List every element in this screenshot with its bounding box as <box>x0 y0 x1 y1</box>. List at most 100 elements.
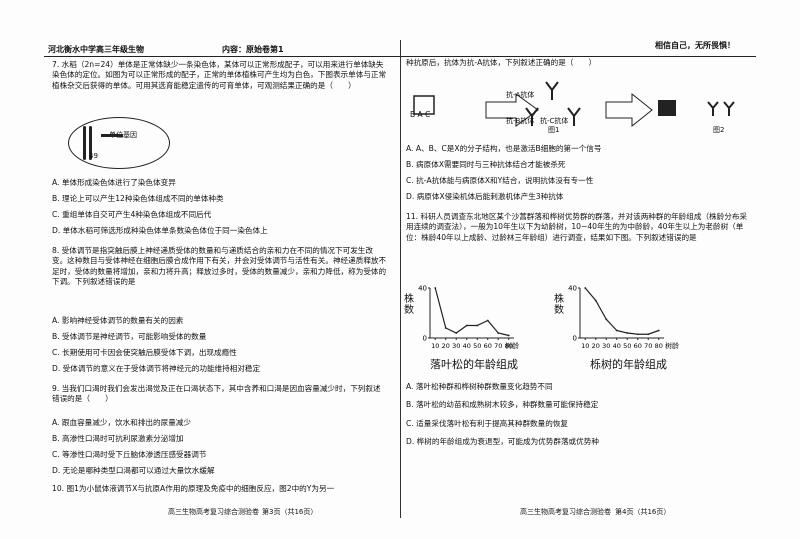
data-point <box>584 287 587 289</box>
cell-label: 单位基因 <box>109 131 137 139</box>
series-line <box>434 287 509 337</box>
antibody-group <box>525 81 581 126</box>
q8-option-b[interactable]: B. 受体调节是神经调节，可能影响受体的数量 <box>52 331 207 341</box>
chart1-title: 落叶松的年龄组成 <box>430 358 518 371</box>
data-point <box>434 287 437 289</box>
figure-1-label: 图1 <box>548 126 560 134</box>
data-point <box>497 332 500 334</box>
q7-options: A. 单体形成染色体进行了染色体变异 B. 理论上可以产生12种染色体组成不同的… <box>52 178 392 242</box>
cell-number: 49 <box>89 152 98 160</box>
footer-right-title: 高三生物高考复习综合测验卷 <box>520 508 611 516</box>
y-tick-label: 0 <box>423 335 427 343</box>
chromosome-1 <box>83 126 86 160</box>
q8-stem: 8. 受体调节是指突触后膜上神经递质受体的数量和与递质结合的亲和力在不同的情况下… <box>52 246 387 286</box>
q8-block: 8. 受体调节是指突触后膜上神经递质受体的数量和与递质结合的亲和力在不同的情况下… <box>52 246 388 287</box>
q9-option-a[interactable]: A. 跟血容量减少，饮水和排出的尿量减少 <box>52 418 191 427</box>
data-point <box>486 319 489 322</box>
q10-option-a[interactable]: A. A、B、C是X的分子结构，也是激活B细胞的第一个信号 <box>406 144 602 153</box>
arrow-right-icon <box>485 93 539 127</box>
chart2-ylabel: 株数 <box>554 294 564 316</box>
q8-option-a[interactable]: A. 影响神经受体调节的数量有关的因素 <box>52 316 184 325</box>
data-point <box>465 324 468 327</box>
anti-c-label: 抗-C抗体 <box>540 117 569 125</box>
q10-start: 10. 图1为小鼠体液调节X与抗原A作用的原理及免疫中的细胞反应，图2中的Y为另… <box>52 484 335 493</box>
bound-complex-shape <box>658 100 676 116</box>
data-point <box>455 332 458 334</box>
q11-option-c[interactable]: C. 适量采伐落叶松有利于提高其种群数量的恢复 <box>406 418 569 428</box>
q9-options: A. 跟血容量减少，饮水和排出的尿量减少 B. 高渗性口渴时可抗利尿激素分泌增加… <box>52 418 392 482</box>
y-tick-label: 40 <box>568 285 577 293</box>
q10-option-b[interactable]: B. 病原体X需要同时与三种抗体结合才能被杀死 <box>406 159 566 169</box>
x-tick-label: 50 <box>473 342 481 350</box>
series-line <box>584 287 659 335</box>
q7-option-a[interactable]: A. 单体形成染色体进行了染色体变异 <box>52 178 176 187</box>
q11-option-b[interactable]: B. 落叶松的幼苗和成熟树木较多，种群数量可能保持稳定 <box>406 400 599 410</box>
data-point <box>476 324 479 327</box>
q8-option-d[interactable]: D. 受体调节的意义在于受体调节将神经元的功能维持相对稳定 <box>52 363 261 373</box>
chart2-title: 栎树的年龄组成 <box>590 358 667 371</box>
x-tick-label: 10 <box>581 342 589 350</box>
q8-option-c[interactable]: C. 长期使用可卡因会使突触后膜受体下调，出现成瘾性 <box>52 347 237 357</box>
q10-option-c[interactable]: C. 抗-A抗体能与病原体X和Y结合，说明抗体没有专一性 <box>406 175 594 185</box>
footer-right-page: 第4页（共16页） <box>615 508 671 516</box>
left-column: 7. 水稻（2n=24）单体是正常体缺少一条染色体，某体可以正常形成配子，可以用… <box>52 60 388 91</box>
q7-option-d[interactable]: D. 单体水稻可筛选形成种染色体单条数染色体位于同一染色体上 <box>52 225 268 235</box>
data-point <box>444 327 447 329</box>
q9-stem: 9. 当我们口渴时我们会发出渴觉及正在口渴状态下，其中含养和口渴是因血容量减少时… <box>52 384 381 404</box>
q11-option-a[interactable]: A. 落叶松种群和桦树种群数量变化趋势不同 <box>406 382 553 391</box>
q10-options: A. A、B、C是X的分子结构，也是激活B细胞的第一个信号 B. 病原体X需要同… <box>406 144 752 208</box>
header-content: 内容：原始卷第1 <box>222 45 284 54</box>
q7-stem: 7. 水稻（2n=24）单体是正常体缺少一条染色体，某体可以正常形成配子，可以用… <box>52 60 387 90</box>
q7-option-c[interactable]: C. 重组单体自交可产生4种染色体组成不同后代 <box>52 209 212 219</box>
q11-option-d[interactable]: D. 桦树的年龄组成为衰退型，可能成为优势群落或优势种 <box>406 436 599 446</box>
x-tick-label: 30 <box>452 342 460 350</box>
column-divider <box>400 40 401 518</box>
x-tick-label: 80 <box>655 342 663 350</box>
q9-option-d[interactable]: D. 无论是哪种类型口渴都可以通过大量饮水缓解 <box>52 465 215 475</box>
x-tick-label: 70 <box>644 342 652 350</box>
gene-marker <box>101 134 123 137</box>
x-tick-label: 20 <box>592 342 600 350</box>
chart1-xlabel: 树龄 <box>505 342 519 350</box>
x-tick-label: 40 <box>463 342 471 350</box>
data-point <box>647 333 650 336</box>
data-point <box>594 299 597 302</box>
data-point <box>657 329 660 332</box>
y-tick-label: 0 <box>573 335 577 343</box>
abc-label: B A C <box>410 110 431 119</box>
q11-stem: 11. 科研人员调查东北地区某个沙蒿群落和桦树优势群的群落，并对该两种群的年龄组… <box>406 212 748 242</box>
chart2-xlabel: 树龄 <box>665 342 679 350</box>
header-school: 河北衡水中学高三年级生物 <box>48 45 144 54</box>
data-point <box>507 334 510 337</box>
x-tick-label: 60 <box>484 342 492 350</box>
data-point <box>615 329 618 332</box>
pathogen-x-shape <box>413 95 435 115</box>
q10-option-d[interactable]: D. 病原体X侵染机体后能刺激机体产生3种抗体 <box>406 191 564 201</box>
header-motto: 相信自己，无所畏惧！ <box>655 41 735 50</box>
q9-option-b[interactable]: B. 高渗性口渴时可抗利尿激素分泌增加 <box>52 433 184 443</box>
data-point <box>636 333 639 336</box>
arrow-right-icon-2 <box>605 92 653 128</box>
q11-options: A. 落叶松种群和桦树种群数量变化趋势不同 B. 落叶松的幼苗和成熟树木较多，种… <box>406 382 752 455</box>
figure-2-label: 图2 <box>713 126 725 134</box>
x-tick-label: 70 <box>494 342 502 350</box>
x-tick-label: 50 <box>623 342 631 350</box>
footer-left-title: 高三生物高考复习综合测验卷 <box>168 508 259 516</box>
chart1-ylabel: 株数 <box>404 294 414 316</box>
x-tick-label: 10 <box>431 342 439 350</box>
x-tick-label: 20 <box>442 342 450 350</box>
data-point <box>605 318 608 321</box>
q10-stem: 种抗原后，抗体为抗-A抗体，下列叙述正确的是（ ） <box>406 58 597 67</box>
q9-block: 9. 当我们口渴时我们会发出渴觉及正在口渴状态下，其中含养和口渴是因血容量减少时… <box>52 384 388 405</box>
x-tick-label: 30 <box>602 342 610 350</box>
x-tick-label: 80 <box>505 342 513 350</box>
data-point <box>626 332 629 334</box>
q7-option-b[interactable]: B. 理论上可以产生12种染色体组成不同的单体种类 <box>52 193 224 203</box>
q9-option-c[interactable]: C. 等渗性口渴时受下丘脑体渗透压感受器调节 <box>52 449 207 459</box>
chromosome-2 <box>89 126 92 160</box>
antibody-figure <box>413 81 735 128</box>
